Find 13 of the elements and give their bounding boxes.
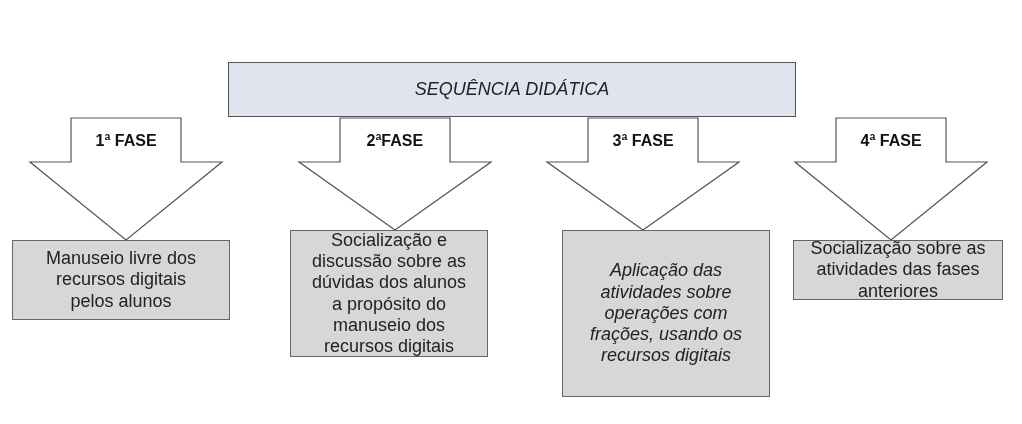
edge-label: 3ª FASE — [612, 132, 674, 150]
phase-description-box: Socialização sobre as atividades das fases anteriores — [793, 240, 1003, 300]
block-arrow — [545, 117, 741, 231]
edge-label: 4ª FASE — [860, 132, 922, 150]
block-arrow — [793, 117, 989, 241]
title-box: SEQUÊNCIA DIDÁTICA — [228, 62, 796, 117]
block-arrow — [28, 117, 224, 241]
edge-label: 2ªFASE — [366, 132, 424, 150]
phase-description-box: Socialização e discussão sobre as dúvidas dos alunos a propósito do manuseio dos recursos digitais — [290, 230, 488, 357]
edge-label: 1ª FASE — [95, 132, 157, 150]
phase-description-box: Manuseio livre dos recursos digitais pelos alunos — [12, 240, 230, 320]
phase-description-box: Aplicação das atividades sobre operações com frações, usando os recursos digitais — [562, 230, 770, 397]
block-arrow — [297, 117, 493, 231]
